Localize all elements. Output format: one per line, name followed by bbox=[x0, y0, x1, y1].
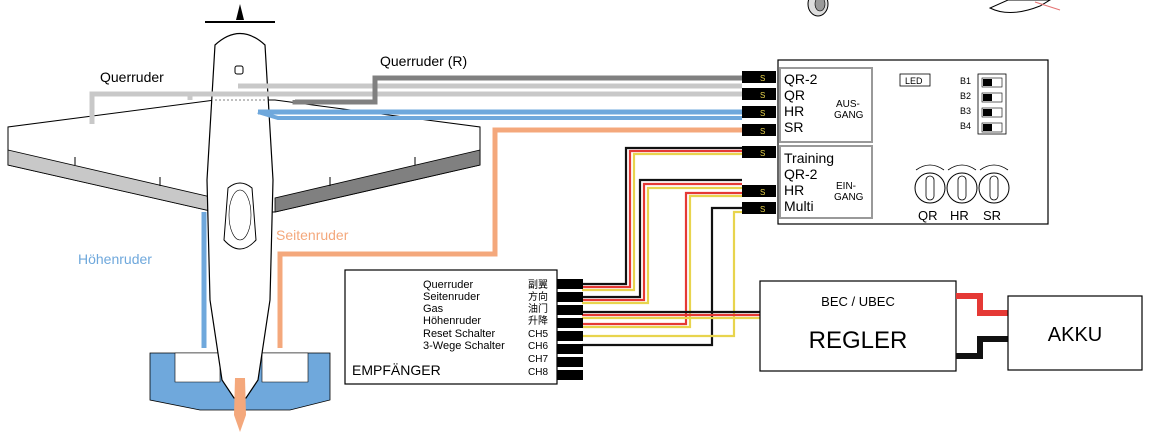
gyro-out-1: QR-2 bbox=[784, 71, 818, 87]
wheel-icon bbox=[807, 0, 829, 17]
svg-text:S: S bbox=[760, 149, 765, 158]
esc-box bbox=[759, 280, 957, 372]
led-box bbox=[899, 73, 931, 87]
gyro-in-label-1: EIN- bbox=[836, 181, 856, 192]
power-lead-red bbox=[956, 293, 1008, 316]
receiver-ch6-code: CH6 bbox=[528, 341, 548, 352]
gyro-output-block bbox=[779, 67, 873, 143]
esc-subtitle: BEC / UBEC bbox=[821, 294, 895, 309]
gyro-in-1: Training bbox=[784, 150, 834, 166]
battery-box bbox=[1007, 295, 1143, 371]
power-lead-black bbox=[956, 336, 1008, 359]
plug-in-training bbox=[742, 146, 776, 158]
gyro-in-label-2: GANG bbox=[834, 192, 864, 203]
gyro-module: QR-2 QR HR SR AUS- GANG Training QR-2 HR… bbox=[742, 59, 1049, 225]
receiver-ch4-label: Höhenruder bbox=[423, 315, 481, 327]
receiver-ch3-code: 油门 bbox=[528, 302, 548, 315]
receiver-ch7-code: CH7 bbox=[528, 354, 548, 365]
receiver-ch4-code: 升降 bbox=[528, 314, 548, 327]
gyro-out-3: HR bbox=[784, 103, 804, 119]
svg-text:S: S bbox=[760, 127, 765, 136]
gyro-out-2: QR bbox=[784, 87, 805, 103]
right-aileron bbox=[274, 149, 481, 213]
led-label: LED bbox=[905, 76, 923, 86]
plug-in-multi bbox=[742, 202, 776, 214]
plug-out-qr bbox=[742, 88, 776, 100]
gyro-out-label-1: AUS- bbox=[836, 99, 860, 110]
switch-label-b1: B1 bbox=[960, 76, 971, 86]
switch-label-b4: B4 bbox=[960, 121, 971, 131]
receiver-ch2-code: 方向 bbox=[528, 290, 548, 303]
battery: AKKU bbox=[1007, 295, 1143, 371]
label-seitenruder: Seitenruder bbox=[276, 227, 349, 243]
label-hoehenruder: Höhenruder bbox=[78, 251, 152, 267]
cowl-icon bbox=[988, 0, 1061, 13]
receiver-ch5-code: CH5 bbox=[528, 329, 548, 340]
gyro-out-label-2: GANG bbox=[834, 110, 864, 121]
lead-querruder-right bbox=[292, 75, 742, 105]
receiver-ch5-label: Reset Schalter bbox=[423, 328, 495, 340]
gyro-in-2: QR-2 bbox=[784, 166, 818, 182]
gyro-output-plugs: S S S S bbox=[742, 71, 776, 136]
gyro-in-4: Multi bbox=[784, 198, 814, 214]
svg-text:S: S bbox=[760, 91, 765, 100]
rudder bbox=[234, 378, 246, 432]
receiver-ch1-code: 副翼 bbox=[528, 279, 548, 291]
plug-out-qr2 bbox=[742, 71, 776, 83]
esc-title: REGLER bbox=[809, 327, 908, 354]
receiver-title: EMPFÄNGER bbox=[352, 362, 441, 378]
esc: BEC / UBEC REGLER bbox=[759, 280, 957, 372]
receiver-box bbox=[344, 269, 558, 385]
label-querruder-left: Querruder bbox=[100, 69, 164, 85]
svg-text:S: S bbox=[760, 109, 765, 118]
pot-label-sr: SR bbox=[983, 208, 1001, 223]
plug-out-sr bbox=[742, 124, 776, 136]
plug-out-hr bbox=[742, 106, 776, 118]
switch-label-b3: B3 bbox=[960, 106, 971, 116]
gyro-in-3: HR bbox=[784, 182, 804, 198]
receiver-ch1-label: Querruder bbox=[423, 279, 473, 291]
gyro-out-4: SR bbox=[784, 119, 803, 135]
receiver: EMPFÄNGER Querruder Seitenruder Gas Höhe… bbox=[344, 269, 583, 385]
battery-title: AKKU bbox=[1048, 324, 1102, 346]
switch-label-b2: B2 bbox=[960, 91, 971, 101]
svg-text:S: S bbox=[760, 205, 765, 214]
dip-switches: B1 B2 B3 B4 bbox=[960, 73, 1007, 135]
gyro-input-block bbox=[779, 145, 873, 219]
label-querruder-right: Querruder (R) bbox=[380, 53, 467, 69]
receiver-ch6-label: 3-Wege Schalter bbox=[423, 340, 505, 352]
svg-text:S: S bbox=[760, 188, 765, 197]
airplane bbox=[7, 4, 481, 432]
pot-label-hr: HR bbox=[950, 208, 969, 223]
receiver-pins bbox=[557, 279, 583, 380]
receiver-ch2-label: Seitenruder bbox=[423, 291, 480, 303]
receiver-ch3-label: Gas bbox=[423, 303, 444, 315]
plug-in-hr bbox=[742, 185, 776, 197]
receiver-to-gyro-cables bbox=[582, 146, 760, 347]
gyro-input-plugs: S S S bbox=[742, 146, 776, 214]
receiver-ch8-code: CH8 bbox=[528, 367, 548, 378]
lead-seitenruder bbox=[277, 127, 742, 348]
svg-text:S: S bbox=[760, 74, 765, 83]
potentiometers: QR HR SR bbox=[914, 164, 1010, 223]
pot-label-qr: QR bbox=[918, 208, 938, 223]
